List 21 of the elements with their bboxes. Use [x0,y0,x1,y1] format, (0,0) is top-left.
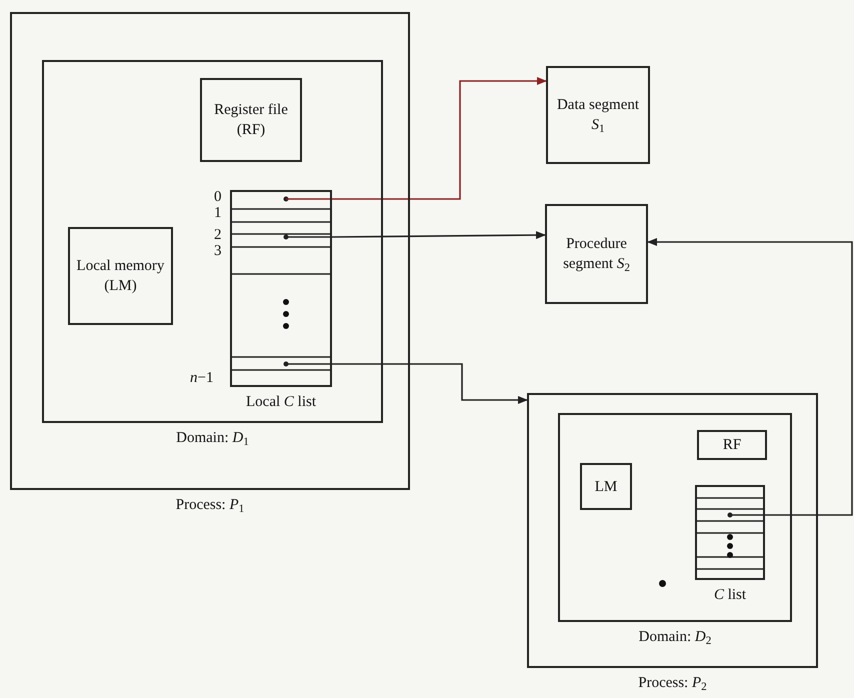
frame-caption: Domain: D$_{1}$ [176,429,249,447]
arrow [332,77,547,200]
frame-caption: Process: P$_{2}$ [638,674,707,692]
memory-box: RF [697,430,767,460]
frame-caption: Process: P$_{1}$ [176,496,244,514]
list-caption: C list [714,586,746,604]
row-index: 0 [214,190,222,204]
row-index: n−1 [190,371,214,385]
list-caption: Local C list [246,393,316,411]
row-index: 1 [214,206,222,220]
memory-box: Register file (RF) [200,78,302,162]
arrow [332,363,528,404]
memory-box: Procedure segment S$_{2}$ [545,204,648,304]
arrow [647,238,853,516]
memory-box: Data segment S$_{1}$ [546,66,650,164]
frame-caption: Domain: D$_{2}$ [638,628,712,646]
memory-box: LM [580,463,632,510]
arrow [332,231,546,240]
memory-box: Local memory (LM) [68,227,173,325]
row-index: 3 [214,244,222,258]
row-index: 2 [214,228,222,242]
